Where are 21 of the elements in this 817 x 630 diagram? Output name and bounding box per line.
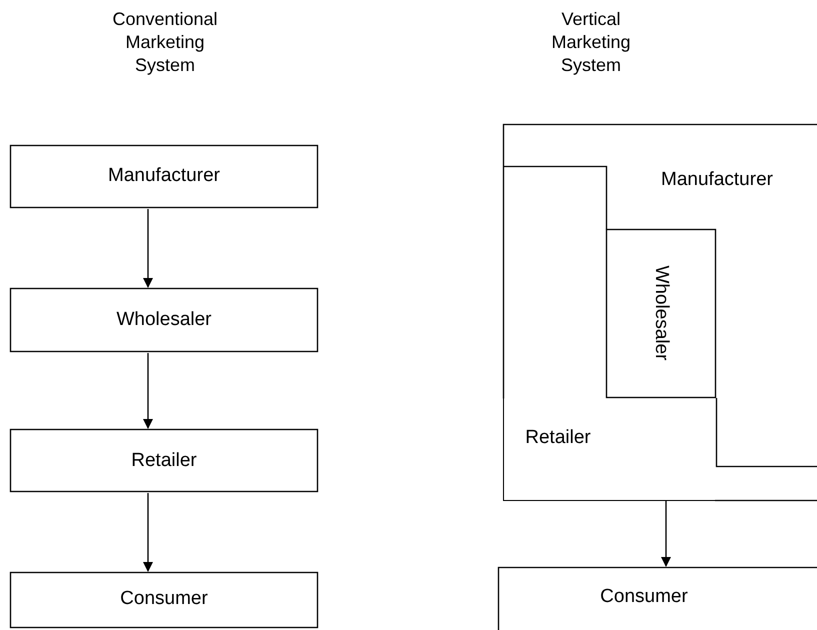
- column-heading: Vertical Marketing System: [550, 8, 632, 77]
- node-label: Consumer: [600, 586, 688, 608]
- node-label: Wholesaler: [116, 309, 212, 331]
- channel-box: [606, 229, 716, 398]
- arrow: [143, 493, 153, 572]
- channel-box: [503, 398, 716, 501]
- node-label: Manufacturer: [661, 169, 773, 191]
- column-heading: Conventional Marketing System: [111, 8, 219, 77]
- channel-box: [10, 429, 318, 492]
- node-label: Manufacturer: [108, 165, 220, 187]
- arrow: [143, 209, 153, 288]
- channel-box: [498, 567, 817, 628]
- channel-box: [10, 572, 318, 628]
- channel-box: [10, 288, 318, 352]
- channel-box: [10, 145, 318, 208]
- node-label: Consumer: [120, 588, 208, 610]
- arrow: [661, 500, 671, 567]
- node-label: Retailer: [525, 427, 591, 449]
- node-label: Retailer: [131, 450, 197, 472]
- node-label: Wholesaler: [650, 265, 672, 361]
- arrow: [143, 353, 153, 429]
